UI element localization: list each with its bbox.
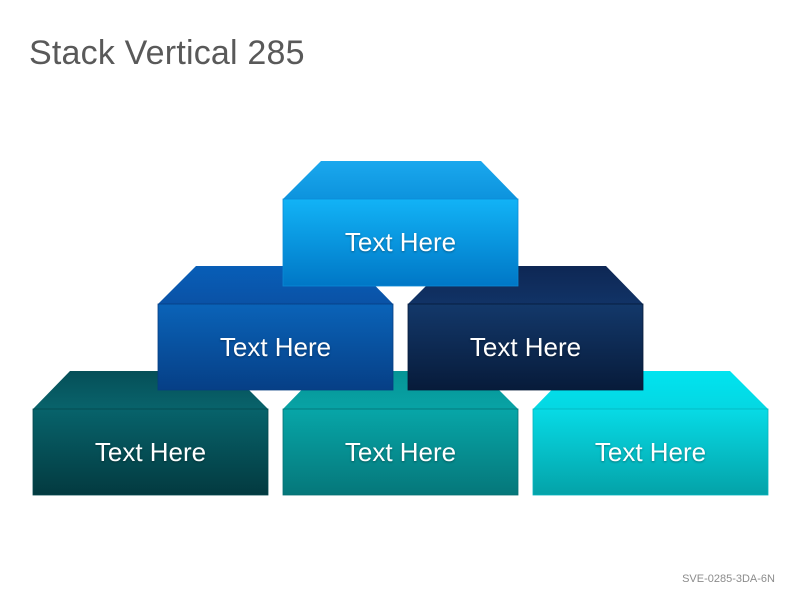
block-middle-right-front-face (407, 303, 644, 391)
block-bottom-middle-label: Text Here (344, 436, 457, 467)
block-bottom-right-label: Text Here (594, 436, 707, 467)
block-bottom-left-label: Text Here (94, 436, 207, 467)
slide-title: Stack Vertical 285 (29, 34, 305, 72)
block-middle-right-label: Text Here (469, 331, 582, 362)
block-middle-left-front-face (157, 303, 394, 391)
block-middle-left-label: Text Here (219, 331, 332, 362)
block-bottom-right-front-face (532, 408, 769, 496)
block-top-top-face (283, 161, 518, 199)
block-top-label: Text Here (344, 226, 457, 257)
block-top-front-face (282, 198, 519, 287)
block-top (282, 161, 519, 287)
block-bottom-left-front-face (32, 408, 269, 496)
footer-code: SVE-0285-3DA-6N (682, 573, 775, 585)
block-bottom-middle-front-face (282, 408, 519, 496)
